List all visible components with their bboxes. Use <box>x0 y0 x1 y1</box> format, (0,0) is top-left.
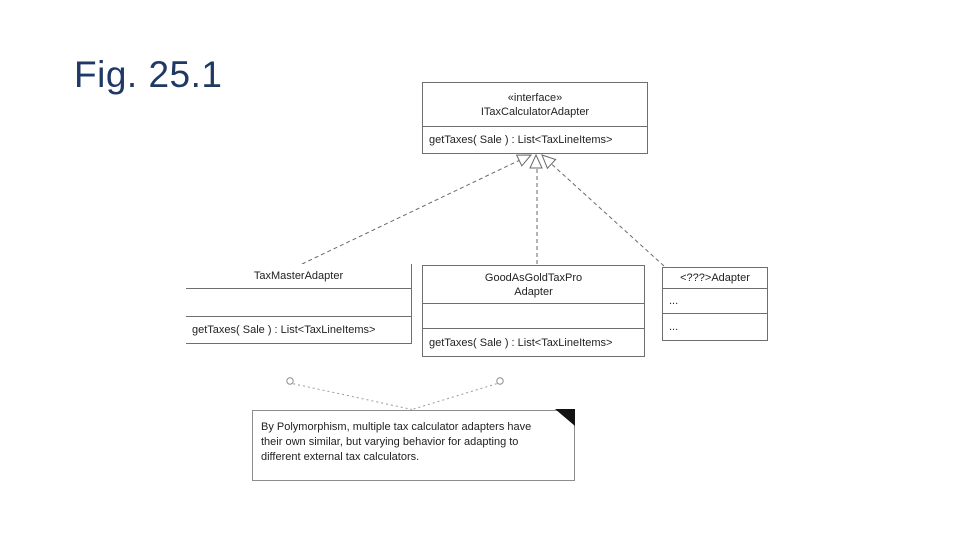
note-anchor-circle-right-icon <box>496 377 504 385</box>
realization-arrowhead-middle-icon <box>529 153 543 169</box>
note-anchor-line-right <box>411 383 497 410</box>
class-box-goodasgoldtaxpro-adapter: GoodAsGoldTaxPro Adapter getTaxes( Sale … <box>422 265 645 357</box>
interface-name: ITaxCalculatorAdapter <box>480 105 590 118</box>
class-name-line2: Adapter <box>514 285 553 298</box>
class-box-unknown-adapter: <???>Adapter ... ... <box>662 267 768 341</box>
class-operation-placeholder: ... <box>663 313 767 340</box>
class-attributes-compartment <box>423 303 644 328</box>
note-text-line3: different external tax calculators. <box>261 451 420 463</box>
class-attribute-placeholder: ... <box>663 288 767 313</box>
realization-line-right <box>551 163 665 267</box>
class-operation: getTaxes( Sale ) : List<TaxLineItems> <box>423 328 644 356</box>
interface-name-compartment: «interface» ITaxCalculatorAdapter <box>423 83 647 126</box>
note-text-line2: their own similar, but varying behavior … <box>261 436 519 448</box>
note-anchor-line-left <box>293 383 413 410</box>
class-name: GoodAsGoldTaxPro Adapter <box>423 266 644 303</box>
realization-arrowhead-right-icon <box>541 154 557 170</box>
realization-arrowhead-left-icon <box>515 154 533 167</box>
note-fold-icon <box>555 409 575 426</box>
interface-operation: getTaxes( Sale ) : List<TaxLineItems> <box>423 126 647 153</box>
class-box-taxmasteradapter: TaxMasterAdapter getTaxes( Sale ) : List… <box>186 264 412 344</box>
interface-class-box: «interface» ITaxCalculatorAdapter getTax… <box>422 82 648 154</box>
class-name-line1: GoodAsGoldTaxPro <box>484 271 583 284</box>
realization-line-left <box>301 160 520 265</box>
slide-title: Fig. 25.1 <box>74 54 223 95</box>
class-operation: getTaxes( Sale ) : List<TaxLineItems> <box>186 316 411 343</box>
note-box: By Polymorphism, multiple tax calculator… <box>252 409 575 481</box>
interface-stereotype: «interface» <box>507 91 563 104</box>
class-attributes-compartment <box>186 288 411 316</box>
class-name: TaxMasterAdapter <box>253 270 344 282</box>
class-name: <???>Adapter <box>680 272 750 284</box>
note-text-line1: By Polymorphism, multiple tax calculator… <box>261 421 532 433</box>
note-anchor-circle-left-icon <box>286 377 294 385</box>
